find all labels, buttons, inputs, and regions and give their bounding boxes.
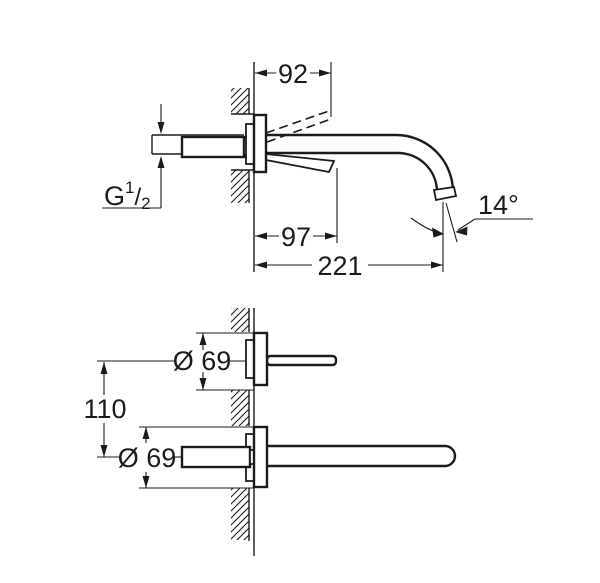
spout-body: [180, 445, 252, 469]
spout-tube: [267, 444, 457, 468]
dimension-diameter-lower: Ø 69: [118, 426, 254, 489]
wall-section-side: [231, 62, 255, 272]
dimension-diameter-upper: Ø 69: [173, 332, 254, 391]
spout-side: [266, 133, 458, 202]
handle-rod: [265, 354, 338, 367]
spout-outlet-face: [432, 185, 458, 202]
thread-size-label: G1/2: [104, 178, 151, 213]
upper-escutcheon: [252, 331, 269, 387]
dimension-92: 92: [255, 59, 332, 117]
center-distance-label: 110: [83, 394, 126, 424]
spout-unit-lower: [180, 425, 457, 489]
dimension-97: 97: [255, 168, 338, 252]
lever-down: [265, 153, 336, 174]
lower-escutcheon: [252, 425, 269, 489]
plan-view: Ø 69 110 Ø 69: [83, 308, 457, 556]
escutcheon-side: [245, 113, 268, 174]
outlet-angle-annotation: 14°: [410, 190, 533, 243]
dimension-110: 110: [83, 362, 127, 457]
dim-221-label: 221: [317, 251, 362, 281]
supply-pipe: [151, 134, 255, 159]
upper-diameter-label: Ø 69: [173, 346, 232, 376]
dimension-221: 221: [255, 202, 444, 281]
outlet-angle-label: 14°: [478, 190, 519, 220]
valve-trim-upper: [245, 331, 338, 387]
lever-up-dashed: [265, 110, 332, 143]
dim-92-label: 92: [278, 59, 308, 89]
dim-97-label: 97: [281, 222, 311, 252]
thread-size-annotation: G1/2: [102, 104, 165, 213]
side-view: 92 97 221 14°: [102, 59, 533, 281]
lower-diameter-label: Ø 69: [118, 443, 177, 473]
